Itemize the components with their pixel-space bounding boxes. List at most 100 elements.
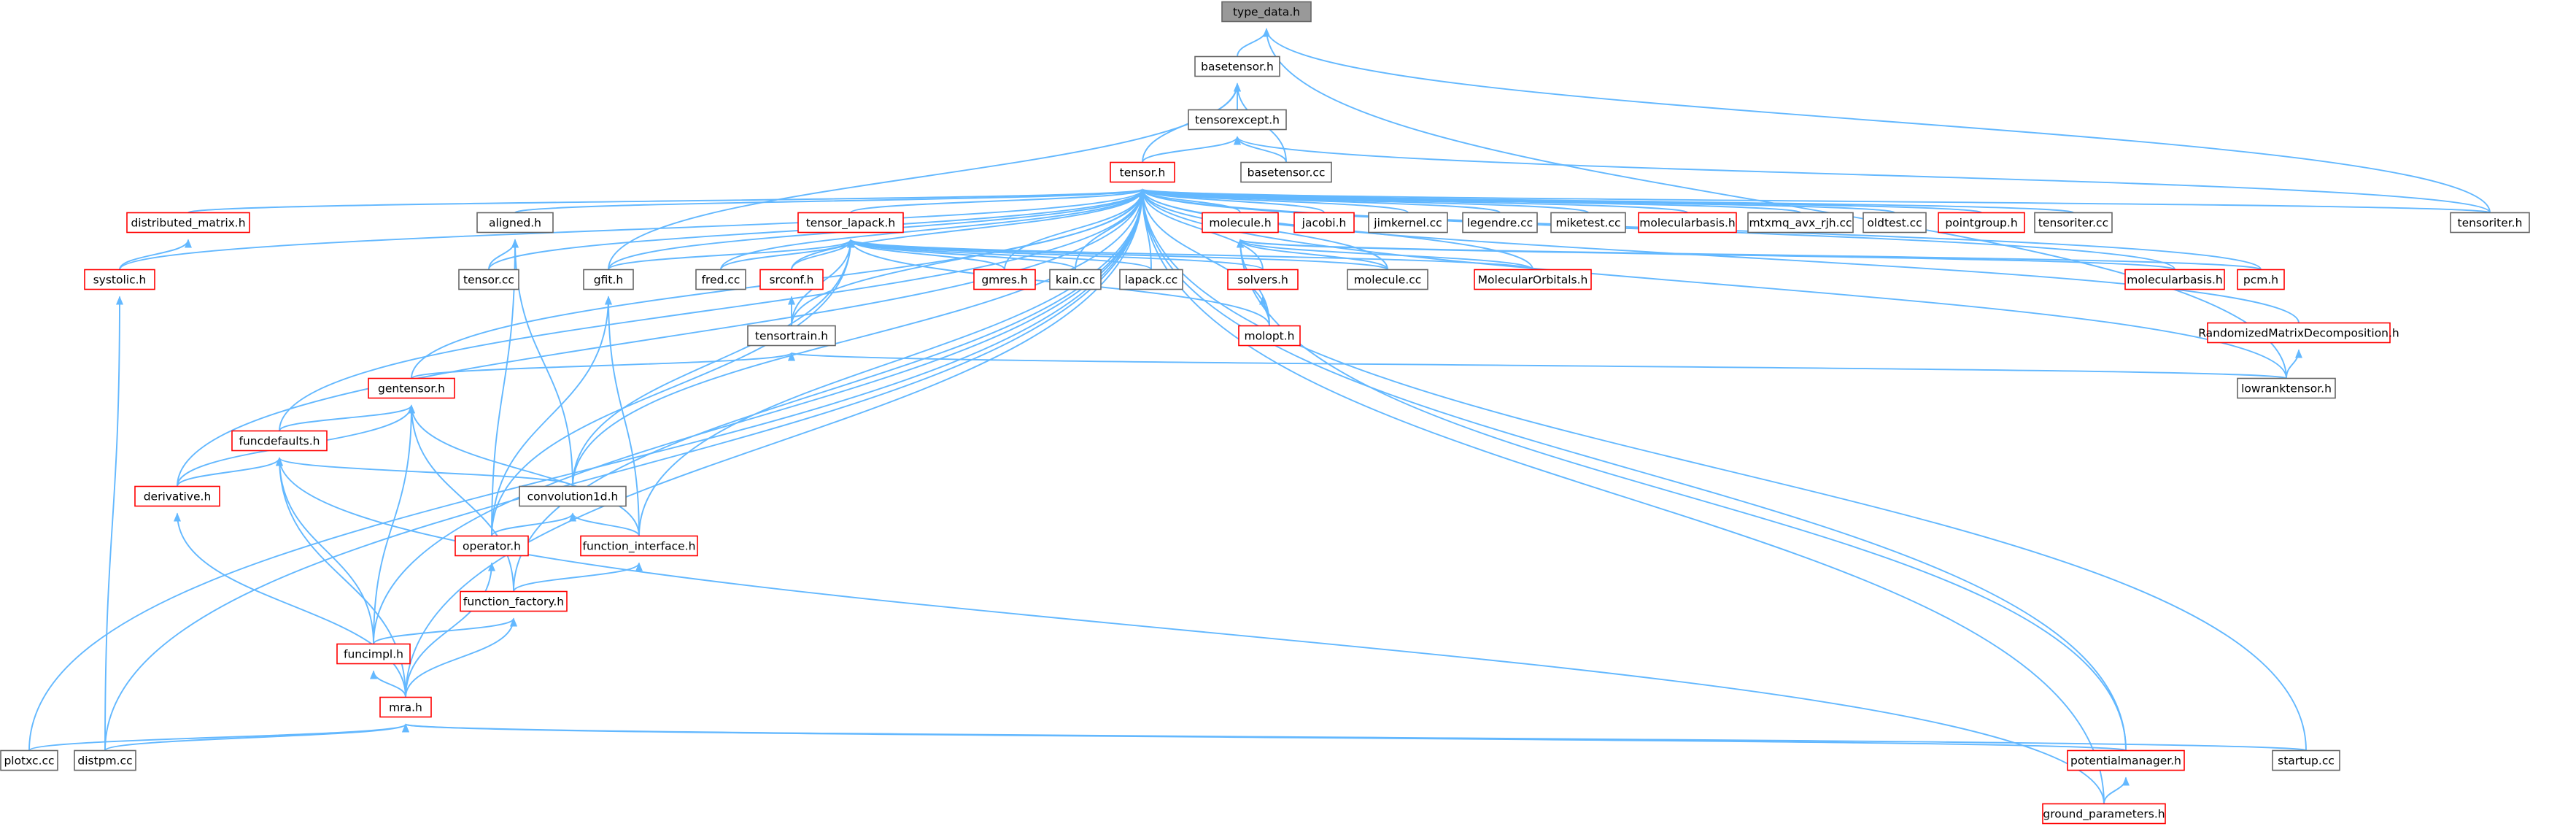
edge-funcdefaults-to-convolution1d <box>276 457 573 487</box>
node-box <box>1938 212 2025 234</box>
node-operator[interactable]: operator.h <box>455 535 529 557</box>
node-plotxc[interactable]: plotxc.cc <box>0 749 58 771</box>
edge-gfit-to-function_interface <box>605 296 640 536</box>
node-randomized[interactable]: RandomizedMatrixDecomposition.h <box>2198 322 2399 344</box>
node-label: miketest.cc <box>1555 217 1620 230</box>
node-label: molecule.cc <box>1354 274 1422 287</box>
node-label: tensor_lapack.h <box>806 217 896 231</box>
node-distpm[interactable]: distpm.cc <box>74 749 136 771</box>
node-distributed_matrix[interactable]: distributed_matrix.h <box>126 212 250 234</box>
node-label: function_factory.h <box>463 595 564 609</box>
node-funcimpl[interactable]: funcimpl.h <box>336 643 411 665</box>
node-jacobi[interactable]: jacobi.h <box>1293 212 1355 234</box>
edge-randomized-to-lowranktensor <box>2286 349 2302 379</box>
node-function_factory[interactable]: function_factory.h <box>460 590 568 612</box>
edge-systolic-to-distpm <box>104 296 123 751</box>
node-label: ground_parameters.h <box>2043 808 2165 822</box>
node-label: tensortrain.h <box>755 330 828 343</box>
node-gmres[interactable]: gmres.h <box>973 269 1036 290</box>
node-lapack[interactable]: lapack.cc <box>1119 269 1183 290</box>
node-gentensor[interactable]: gentensor.h <box>368 377 455 399</box>
edge-molecule-to-potentialmanager <box>1237 239 2127 751</box>
edge-gfit-to-operator <box>491 296 612 536</box>
node-kain[interactable]: kain.cc <box>1049 269 1102 290</box>
node-box <box>1347 269 1428 290</box>
edge-tensor_lapack-to-convolution1d <box>572 239 854 487</box>
edge-gentensor-to-function_interface <box>408 404 640 536</box>
node-molecule[interactable]: molecule.h <box>1202 212 1279 234</box>
node-derivative[interactable]: derivative.h <box>134 485 220 507</box>
node-miketest[interactable]: miketest.cc <box>1550 212 1626 234</box>
node-box <box>134 485 220 507</box>
node-box <box>476 212 554 234</box>
node-pcm[interactable]: pcm.h <box>2237 269 2285 290</box>
node-tensoriter_h[interactable]: tensoriter.h <box>2450 212 2530 234</box>
node-mra[interactable]: mra.h <box>379 696 432 718</box>
node-convolution1d[interactable]: convolution1d.h <box>519 485 627 507</box>
node-tensoriter_cc[interactable]: tensoriter.cc <box>2034 212 2113 234</box>
node-fred[interactable]: fred.cc <box>695 269 746 290</box>
node-label: srconf.h <box>769 274 813 287</box>
node-molecule_cc[interactable]: molecule.cc <box>1347 269 1428 290</box>
node-gfit[interactable]: gfit.h <box>583 269 634 290</box>
node-mtxmq[interactable]: mtxmq_avx_rjh.cc <box>1747 212 1854 234</box>
node-tensor_lapack[interactable]: tensor_lapack.h <box>797 212 904 234</box>
node-solvers[interactable]: solvers.h <box>1227 269 1299 290</box>
edge-tensor_lapack-to-operator <box>491 239 854 536</box>
node-basetensor_cc[interactable]: basetensor.cc <box>1240 161 1332 183</box>
node-box <box>759 269 824 290</box>
edge-aligned-to-convolution1d <box>511 239 573 487</box>
edge-tensor_lapack-to-molecule_cc <box>847 239 1388 271</box>
edge-aligned-to-operator <box>491 239 519 536</box>
node-pointgroup[interactable]: pointgroup.h <box>1938 212 2025 234</box>
node-tensor_cc[interactable]: tensor.cc <box>458 269 519 290</box>
node-box <box>460 590 568 612</box>
node-basetensor[interactable]: basetensor.h <box>1194 55 1280 77</box>
node-label: startup.cc <box>2278 755 2335 768</box>
node-ground_parameters[interactable]: ground_parameters.h <box>2042 803 2166 825</box>
edge-funcimpl-to-mra <box>370 670 406 698</box>
node-tensortrain[interactable]: tensortrain.h <box>747 325 836 347</box>
node-label: tensorexcept.h <box>1195 114 1280 127</box>
node-molecularbasis2[interactable]: molecularbasis.h <box>2124 269 2225 290</box>
node-box <box>1221 1 1312 23</box>
edge-mra-to-startup <box>403 723 2307 752</box>
node-molopt[interactable]: molopt.h <box>1238 325 1301 347</box>
node-oldtest[interactable]: oldtest.cc <box>1863 212 1927 234</box>
edges <box>28 28 2491 804</box>
node-function_interface[interactable]: function_interface.h <box>580 535 698 557</box>
node-potentialmanager[interactable]: potentialmanager.h <box>2067 749 2185 771</box>
node-box <box>2237 269 2285 290</box>
node-legendre[interactable]: legendre.cc <box>1462 212 1538 234</box>
edge-gentensor-to-funcimpl <box>373 404 415 644</box>
node-box <box>1368 212 1448 234</box>
node-label: funcimpl.h <box>344 648 403 661</box>
node-tensor[interactable]: tensor.h <box>1110 161 1175 183</box>
node-systolic[interactable]: systolic.h <box>84 269 155 290</box>
node-srconf[interactable]: srconf.h <box>759 269 824 290</box>
node-startup[interactable]: startup.cc <box>2272 749 2340 771</box>
edge-tensortrain-to-lowranktensor <box>789 352 2287 379</box>
node-funcdefaults[interactable]: funcdefaults.h <box>231 430 328 452</box>
node-box <box>231 430 328 452</box>
edge-mra-to-plotxc <box>28 723 409 752</box>
edge-tensor-to-tensor_lapack <box>850 188 1146 214</box>
node-tensorexcept[interactable]: tensorexcept.h <box>1188 109 1287 131</box>
edge-tensor_lapack-to-gfit <box>608 239 854 271</box>
node-label: kain.cc <box>1056 274 1095 287</box>
node-molecularbasis1[interactable]: molecularbasis.h <box>1638 212 1737 234</box>
node-box <box>2272 749 2340 771</box>
node-label: pointgroup.h <box>1945 217 2017 230</box>
node-jimkernel[interactable]: jimkernel.cc <box>1368 212 1448 234</box>
node-lowranktensor[interactable]: lowranktensor.h <box>2237 377 2336 399</box>
node-label: funcdefaults.h <box>239 435 320 448</box>
node-label: tensoriter.h <box>2458 217 2523 230</box>
node-box <box>1049 269 1102 290</box>
edge-molecule-to-molecularorbitals <box>1237 239 1533 271</box>
node-box <box>519 485 627 507</box>
node-aligned[interactable]: aligned.h <box>476 212 554 234</box>
edge-tensor-to-jacobi <box>1139 188 1325 214</box>
node-molecularorbitals[interactable]: MolecularOrbitals.h <box>1474 269 1592 290</box>
node-label: derivative.h <box>144 490 212 504</box>
